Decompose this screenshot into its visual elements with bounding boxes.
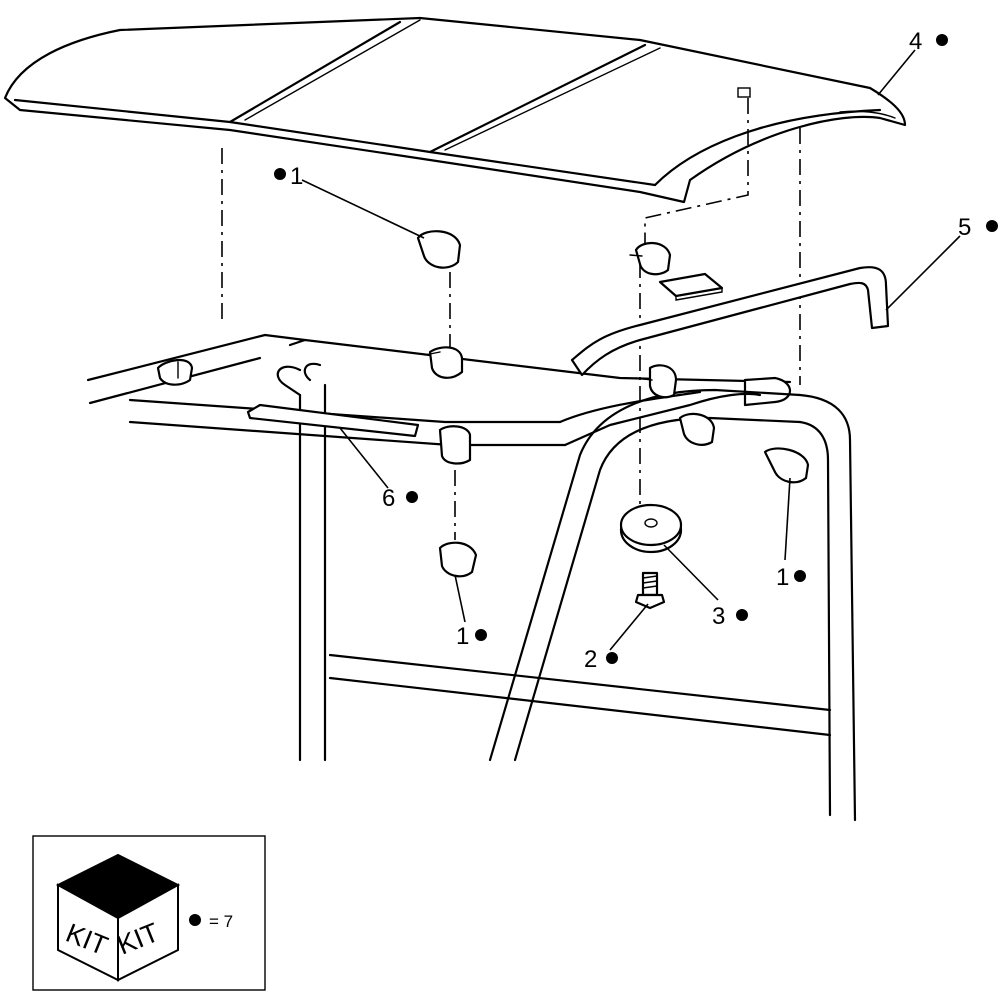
callout-label: 3 [712, 603, 725, 630]
callout-1-lower-left: 1 [456, 623, 487, 650]
frame-clamp-e [678, 412, 716, 446]
kit-dot [936, 34, 948, 46]
callout-4: 4 [909, 28, 948, 55]
frame-clamp-d [635, 364, 678, 399]
legend-equals-text: = 7 [209, 912, 233, 931]
kit-dot [189, 914, 201, 926]
leader-lines [301, 49, 961, 651]
callout-1-right: 1 [776, 564, 806, 591]
callout-label: 6 [382, 485, 395, 512]
cushion-bar [246, 403, 420, 438]
alignment-lines [221, 98, 801, 540]
frame-clamp-c [438, 425, 472, 465]
kit-dot [736, 609, 748, 621]
kit-dot [274, 168, 286, 180]
frame-clamp-a [156, 359, 194, 386]
kit-legend: KIT KIT = 7 [32, 835, 266, 991]
kit-dot [606, 652, 618, 664]
trim-strip [570, 266, 890, 377]
callout-label: 2 [584, 646, 597, 673]
kit-dot [986, 220, 998, 232]
bolt [634, 571, 666, 610]
kit-dot [406, 491, 418, 503]
kit-dot [794, 570, 806, 582]
clamp-lower-left [438, 541, 478, 578]
cab-frame [86, 333, 857, 822]
callout-label: 5 [958, 214, 971, 241]
clamp-lower-right [763, 447, 810, 484]
callout-1-top: 1 [274, 163, 303, 190]
clamp-upper-left [416, 230, 462, 269]
clamp-upper-right [629, 242, 672, 276]
roof-panel [3, 16, 907, 204]
callout-label: 1 [456, 623, 469, 650]
callout-3: 3 [712, 603, 748, 630]
frame-clamps [156, 346, 716, 465]
kit-dot [475, 629, 487, 641]
callout-5: 5 [958, 214, 998, 241]
frame-clamp-b [424, 346, 464, 379]
kit-cube-icon: KIT KIT [55, 853, 181, 982]
callout-label: 1 [290, 163, 303, 190]
callout-label: 1 [776, 564, 789, 591]
callout-6: 6 [382, 485, 418, 512]
loose-clamps [416, 230, 810, 578]
callout-2: 2 [584, 646, 618, 673]
callout-label: 4 [909, 28, 922, 55]
adhesive-pad [658, 272, 724, 301]
washer [619, 503, 683, 554]
